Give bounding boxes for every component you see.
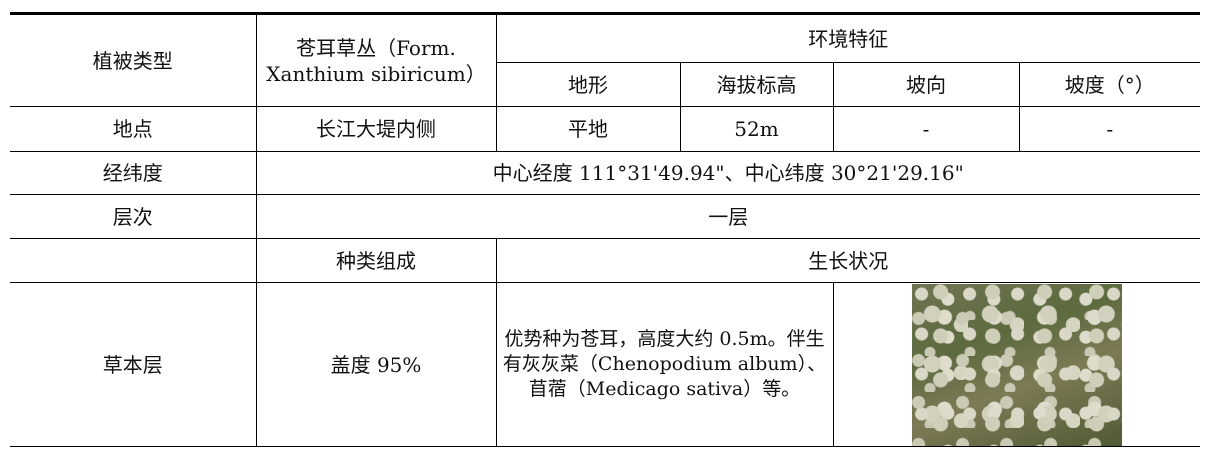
growth-description: 优势种为苍耳，高度大约 0.5m。伴生有灰灰菜（Chenopodium albu… bbox=[495, 282, 834, 447]
aspect-value: - bbox=[832, 106, 1020, 152]
vegetation-photo-cell bbox=[832, 282, 1200, 447]
coordinates-label: 经纬度 bbox=[10, 151, 257, 195]
terrain-value: 平地 bbox=[495, 106, 681, 152]
aspect-header: 坡向 bbox=[832, 62, 1020, 107]
formation-header: 苍耳草丛（Form. Xanthium sibiricum） bbox=[255, 13, 497, 107]
altitude-value: 52m bbox=[679, 106, 834, 152]
layer-label: 层次 bbox=[10, 194, 257, 239]
coordinates-value: 中心经度 111°31'49.94"、中心纬度 30°21'29.16" bbox=[255, 151, 1200, 195]
vegetation-photo bbox=[911, 283, 1122, 446]
vegetation-survey-table-container: 植被类型 苍耳草丛（Form. Xanthium sibiricum） 环境特征… bbox=[10, 12, 1200, 447]
environment-features-header: 环境特征 bbox=[495, 13, 1200, 63]
herb-layer-label: 草本层 bbox=[10, 282, 257, 447]
slope-header: 坡度（°） bbox=[1018, 62, 1200, 107]
vegetation-survey-table: 植被类型 苍耳草丛（Form. Xanthium sibiricum） 环境特征… bbox=[10, 12, 1200, 447]
location-value: 长江大堤内侧 bbox=[255, 106, 497, 152]
growth-status-header: 生长状况 bbox=[495, 238, 1200, 283]
altitude-header: 海拔标高 bbox=[679, 62, 834, 107]
empty-cell bbox=[10, 238, 257, 283]
location-label: 地点 bbox=[10, 106, 257, 152]
species-composition-header: 种类组成 bbox=[255, 238, 497, 283]
coverage-value: 盖度 95% bbox=[255, 282, 497, 447]
terrain-header: 地形 bbox=[495, 62, 681, 107]
vegetation-type-header: 植被类型 bbox=[10, 13, 257, 107]
slope-value: - bbox=[1018, 106, 1200, 152]
layer-value: 一层 bbox=[255, 194, 1200, 239]
